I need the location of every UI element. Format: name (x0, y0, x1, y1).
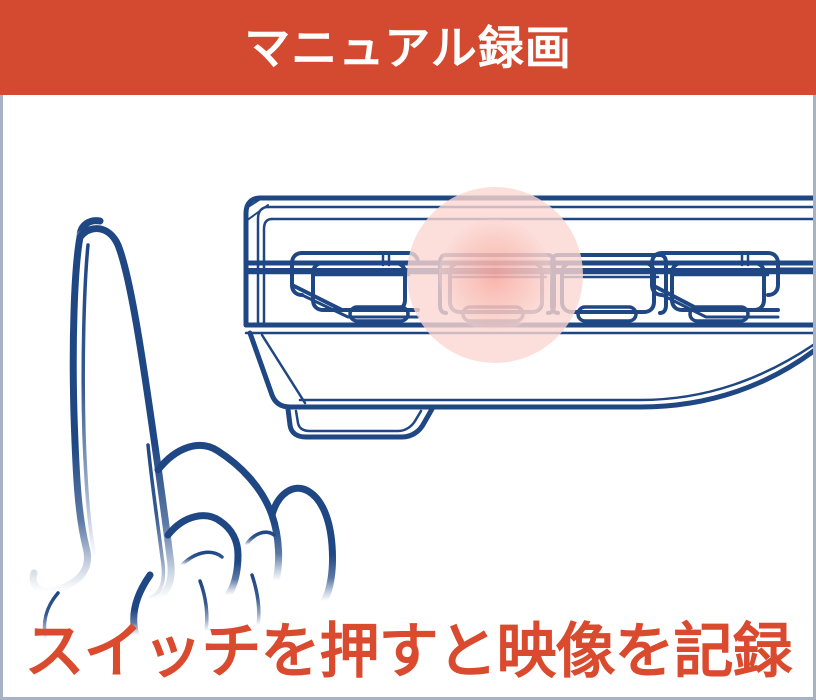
illustration-area (0, 95, 816, 700)
illustration-svg (29, 187, 816, 641)
header-banner: マニュアル録画 (0, 0, 816, 95)
hand-inner-lines (42, 243, 276, 641)
pointing-hand-icon (29, 217, 336, 639)
page-title: マニュアル録画 (244, 20, 572, 75)
press-highlight-glow (407, 187, 583, 363)
device-button-4[interactable] (650, 251, 816, 319)
